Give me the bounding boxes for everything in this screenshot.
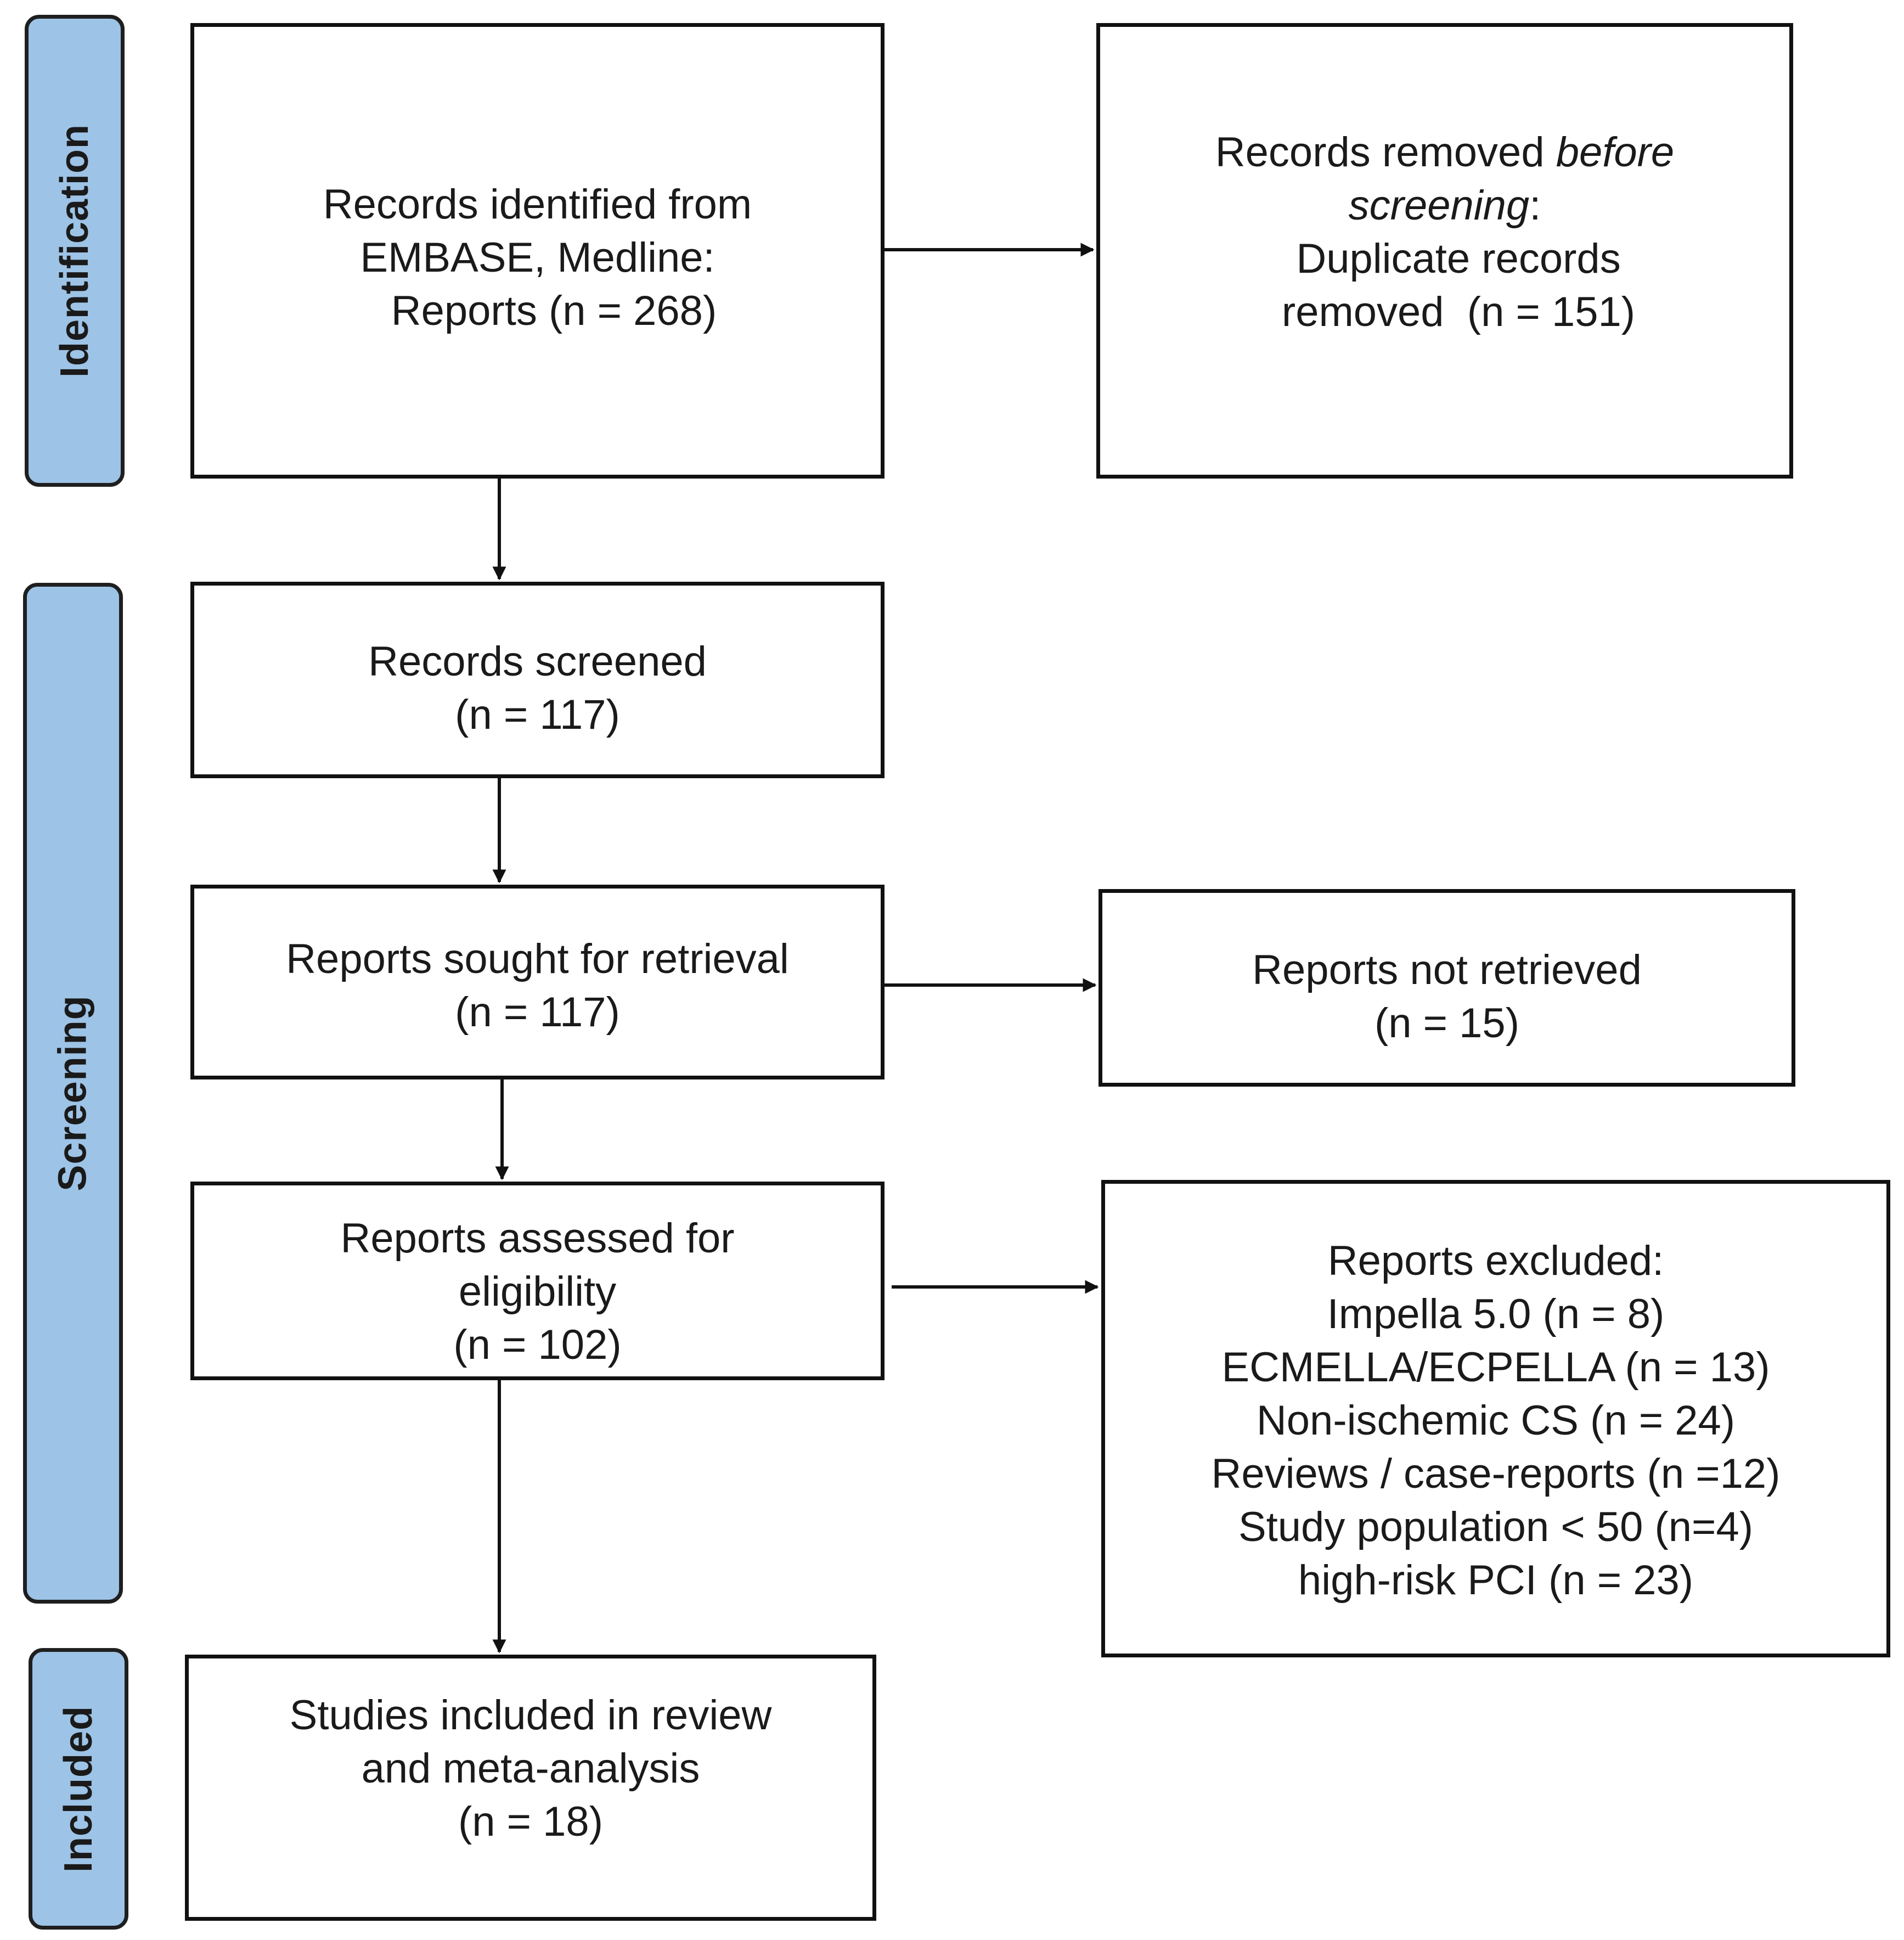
reports-not-retrieved-line-2: (n = 15): [1374, 1000, 1520, 1047]
studies-included-line-1: Studies included in review: [289, 1692, 772, 1739]
box-records-identified: Records identified from EMBASE, Medline:…: [190, 23, 885, 479]
reports-not-retrieved-line-1: Reports not retrieved: [1252, 947, 1642, 993]
box-reports-not-retrieved: Reports not retrieved (n = 15): [1099, 889, 1795, 1087]
reports-excluded-reason: Impella 5.0 (n = 8): [1327, 1291, 1665, 1337]
box-records-screened: Records screened (n = 117): [190, 582, 885, 778]
records-screened-line-1: Records screened: [368, 638, 707, 685]
box-records-removed: Records removed before screening: Duplic…: [1096, 23, 1793, 479]
reports-assessed-line-1: Reports assessed for: [340, 1215, 735, 1262]
reports-excluded-reason: Study population < 50 (n=4): [1238, 1504, 1753, 1550]
reports-sought-line-2: (n = 117): [455, 989, 620, 1036]
records-removed-line-2: screening:: [1348, 182, 1541, 229]
reports-assessed-line-2: eligibility: [458, 1268, 617, 1315]
records-removed-line-3: Duplicate records: [1296, 235, 1621, 282]
box-studies-included: Studies included in review and meta-anal…: [185, 1655, 876, 1921]
reports-excluded-heading: Reports excluded:: [1327, 1238, 1664, 1284]
reports-sought-line-1: Reports sought for retrieval: [286, 936, 789, 982]
box-reports-excluded: Reports excluded: Impella 5.0 (n = 8) EC…: [1101, 1180, 1890, 1657]
phase-included: Included: [29, 1648, 128, 1930]
reports-excluded-reason: Reviews / case-reports (n =12): [1211, 1450, 1781, 1497]
reports-excluded-reason: high-risk PCI (n = 23): [1298, 1557, 1694, 1604]
reports-assessed-line-3: (n = 102): [453, 1322, 622, 1368]
phase-screening: Screening: [23, 583, 123, 1604]
box-reports-sought: Reports sought for retrieval (n = 117): [190, 885, 885, 1079]
records-identified-line-2: EMBASE, Medline:: [360, 234, 715, 281]
reports-excluded-reason: ECMELLA/ECPELLA (n = 13): [1221, 1344, 1770, 1391]
records-identified-line-1: Records identified from: [323, 181, 752, 228]
records-removed-line-1: Records removed before: [1215, 129, 1675, 176]
records-identified-line-3: Reports (n = 268): [391, 288, 717, 334]
reports-excluded-reason: Non-ischemic CS (n = 24): [1256, 1397, 1736, 1444]
box-reports-assessed: Reports assessed for eligibility (n = 10…: [190, 1182, 885, 1380]
phase-identification: Identification: [25, 15, 125, 487]
studies-included-line-3: (n = 18): [458, 1798, 604, 1845]
records-removed-line-4: removed (n = 151): [1281, 289, 1636, 335]
records-screened-line-2: (n = 117): [455, 691, 620, 738]
studies-included-line-2: and meta-analysis: [361, 1745, 700, 1792]
